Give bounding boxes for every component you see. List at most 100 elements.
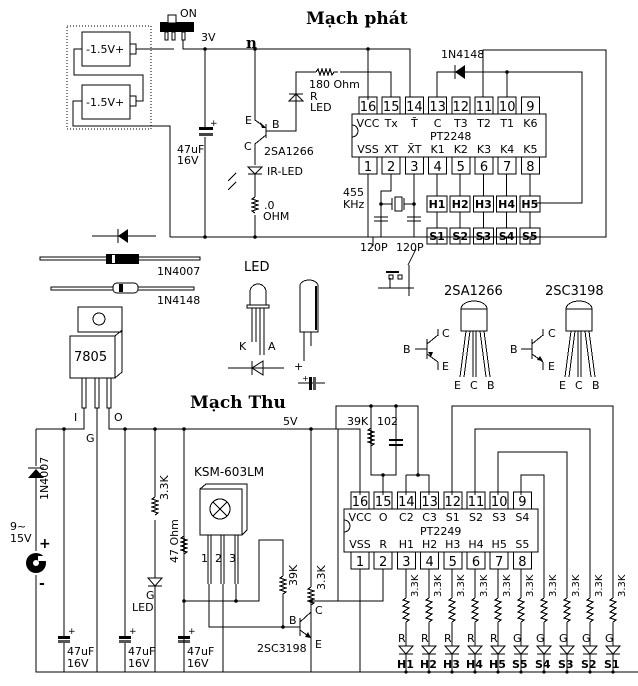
pt2248-pin-label: Tx bbox=[384, 117, 399, 130]
pt2249-pin-label: S2 bbox=[469, 511, 483, 524]
pt2248-pin-11 bbox=[474, 96, 494, 115]
pt2249-pin-label: S3 bbox=[492, 511, 506, 524]
regulator-7805: 7805 bbox=[69, 306, 123, 409]
svg-text:2: 2 bbox=[387, 160, 395, 175]
pt2249-pin-10 bbox=[489, 491, 509, 510]
svg-text:3.3K: 3.3K bbox=[502, 574, 513, 597]
pt2248-pin-7 bbox=[497, 156, 517, 175]
pt2249-pin-label: H2 bbox=[422, 538, 437, 551]
svg-text:47uF: 47uF bbox=[67, 645, 94, 658]
pt2248-pin-label: XT bbox=[384, 143, 398, 156]
pt2248-pin-label: K6 bbox=[523, 117, 537, 130]
output-led bbox=[420, 645, 438, 655]
svg-text:1: 1 bbox=[356, 555, 364, 570]
svg-text:9: 9 bbox=[518, 495, 526, 510]
svg-text:5: 5 bbox=[457, 160, 465, 175]
svg-text:OHM: OHM bbox=[263, 210, 289, 223]
svg-text:3.3K: 3.3K bbox=[571, 574, 582, 597]
ir-receiver-ksm603lm: KSM-603LM 1 2 3 bbox=[194, 465, 264, 584]
output-resistor bbox=[493, 597, 503, 623]
pt2249-pin-9 bbox=[512, 491, 532, 510]
pt2248-pin-5 bbox=[451, 156, 471, 175]
output-resistor bbox=[516, 597, 526, 623]
battery-2: -1.5V+ bbox=[81, 84, 137, 120]
pt2248-pin-6 bbox=[474, 156, 494, 175]
svg-text:+: + bbox=[210, 119, 218, 129]
svg-text:E: E bbox=[548, 360, 555, 373]
dc-jack[interactable] bbox=[26, 553, 48, 573]
pt2249-pin-label: VCC bbox=[349, 511, 372, 524]
pt2249-pin-label: H1 bbox=[399, 538, 414, 551]
ir-led: IR-LED bbox=[227, 165, 303, 191]
pt2248-pin-label: K1 bbox=[430, 143, 444, 156]
s-button[interactable] bbox=[472, 227, 494, 245]
svg-text:13: 13 bbox=[421, 495, 438, 510]
h-button[interactable] bbox=[496, 195, 518, 213]
osc-resistor-39k: 39K bbox=[347, 415, 369, 428]
s-button[interactable] bbox=[519, 227, 541, 245]
pt2249-pin-label: S1 bbox=[446, 511, 460, 524]
svg-text:39K: 39K bbox=[287, 564, 300, 586]
svg-text:R: R bbox=[444, 632, 452, 645]
svg-text:G: G bbox=[146, 589, 155, 602]
receiver-title: Mạch Thu bbox=[190, 393, 286, 413]
svg-text:2SC3198: 2SC3198 bbox=[257, 642, 307, 655]
power-switch[interactable]: ON bbox=[160, 7, 197, 41]
svg-text:11: 11 bbox=[468, 495, 485, 510]
svg-text:G: G bbox=[86, 432, 95, 445]
s-button[interactable] bbox=[426, 227, 448, 245]
svg-text:8: 8 bbox=[518, 555, 526, 570]
svg-text:PT2248: PT2248 bbox=[430, 130, 471, 143]
output-resistor bbox=[562, 597, 572, 623]
output-resistor bbox=[608, 597, 618, 623]
svg-text:H5: H5 bbox=[521, 198, 538, 211]
output-led-label: S4 bbox=[535, 658, 551, 671]
h-button[interactable] bbox=[426, 195, 448, 213]
svg-text:LED: LED bbox=[132, 601, 154, 614]
svg-text:3.3K: 3.3K bbox=[548, 574, 559, 597]
output-led bbox=[397, 645, 415, 655]
svg-text:+: + bbox=[68, 627, 76, 637]
svg-text:R: R bbox=[421, 632, 429, 645]
output-led bbox=[512, 645, 530, 655]
pt2248-pin-label: K4 bbox=[500, 143, 514, 156]
svg-text:-: - bbox=[39, 576, 45, 592]
pt2248-pin-label: K5 bbox=[523, 143, 537, 156]
svg-text:E: E bbox=[442, 360, 449, 373]
s-button[interactable] bbox=[496, 227, 518, 245]
pt2248-pin-16 bbox=[358, 96, 378, 115]
svg-text:H2: H2 bbox=[452, 198, 469, 211]
rx-transistor-2sc3198: B C E 2SC3198 bbox=[257, 601, 323, 672]
svg-text:7805: 7805 bbox=[74, 350, 107, 365]
h-button[interactable] bbox=[519, 195, 541, 213]
h-button[interactable] bbox=[449, 195, 471, 213]
svg-text:1: 1 bbox=[364, 160, 372, 175]
svg-text:IR-LED: IR-LED bbox=[267, 165, 303, 178]
svg-text:H3: H3 bbox=[475, 198, 492, 211]
pt2249-pin-label: H5 bbox=[492, 538, 507, 551]
pt2248-pin-9 bbox=[520, 96, 540, 115]
svg-text:+: + bbox=[129, 627, 137, 637]
output-resistor bbox=[424, 597, 434, 623]
s-button[interactable] bbox=[449, 227, 471, 245]
output-led bbox=[558, 645, 576, 655]
svg-text:7: 7 bbox=[495, 555, 503, 570]
svg-text:G: G bbox=[582, 632, 591, 645]
svg-text:2: 2 bbox=[379, 555, 387, 570]
svg-text:3.3K: 3.3K bbox=[433, 574, 444, 597]
svg-text:15: 15 bbox=[375, 495, 392, 510]
supply-5v-label: 5V bbox=[283, 415, 298, 428]
svg-text:LED: LED bbox=[244, 260, 269, 275]
svg-text:+: + bbox=[302, 374, 309, 383]
svg-text:C: C bbox=[548, 327, 556, 340]
h-button[interactable] bbox=[472, 195, 494, 213]
pt2248-pin-label: C bbox=[434, 117, 442, 130]
diode-1n4007-body: 1N4007 bbox=[39, 254, 201, 278]
pt2248-pin-label: VSS bbox=[357, 143, 379, 156]
output-led-label: H3 bbox=[443, 658, 460, 671]
battery-holder bbox=[66, 25, 152, 130]
tx-resistor: .0 OHM bbox=[250, 196, 289, 223]
svg-text:C: C bbox=[470, 379, 478, 392]
